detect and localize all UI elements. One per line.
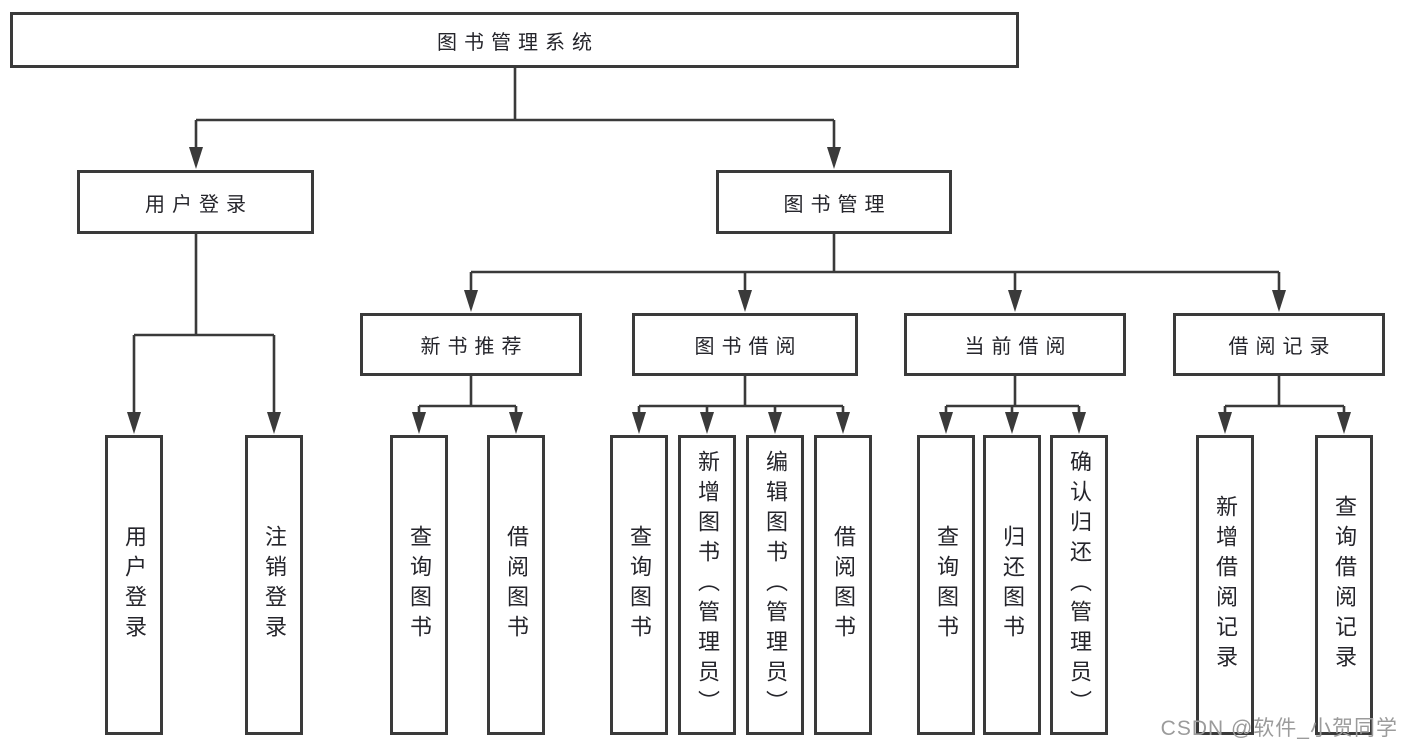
arrow-down-icon — [267, 412, 281, 434]
connector-borrow-records-children — [1223, 376, 1346, 414]
node-label: 编辑图书（管理员） — [763, 450, 788, 720]
node-user-login: 用户登录 — [77, 170, 314, 234]
node-query-books-recommend: 查询图书 — [390, 435, 448, 735]
node-current-borrowing: 当前借阅 — [904, 313, 1126, 376]
node-add-books-admin: 新增图书（管理员） — [678, 435, 736, 735]
arrow-down-icon — [632, 412, 646, 434]
arrow-down-icon — [768, 412, 782, 434]
node-confirm-return-admin: 确认归还（管理员） — [1050, 435, 1108, 735]
node-label: 用户登录 — [145, 193, 253, 216]
node-label: 查询图书 — [407, 525, 432, 645]
node-logout-leaf: 注销登录 — [245, 435, 303, 735]
connector-book-management-children — [469, 234, 1281, 294]
node-query-borrow-record: 查询借阅记录 — [1315, 435, 1373, 735]
arrow-down-icon — [1072, 412, 1086, 434]
node-book-borrowing: 图书借阅 — [632, 313, 858, 376]
arrow-down-icon — [189, 147, 203, 169]
arrow-down-icon — [1272, 290, 1286, 312]
node-book-management: 图书管理 — [716, 170, 952, 234]
node-query-books-borrowing: 查询图书 — [610, 435, 668, 735]
arrow-down-icon — [1218, 412, 1232, 434]
arrow-down-icon — [939, 412, 953, 434]
node-label: 新增借阅记录 — [1213, 495, 1238, 675]
node-library-management-system: 图书管理系统 — [10, 12, 1019, 68]
arrow-down-icon — [1337, 412, 1351, 434]
node-query-books-current: 查询图书 — [917, 435, 975, 735]
node-borrow-books-recommend: 借阅图书 — [487, 435, 545, 735]
node-label: 查询图书 — [934, 525, 959, 645]
connector-new-book-children — [417, 376, 518, 414]
connector-user-login-children — [132, 234, 276, 414]
connector-current-borrow-children — [944, 376, 1081, 414]
arrow-down-icon — [827, 147, 841, 169]
arrow-down-icon — [464, 290, 478, 312]
node-return-books: 归还图书 — [983, 435, 1041, 735]
node-label: 图书管理 — [783, 193, 892, 216]
node-label: 图书管理系统 — [437, 31, 599, 54]
node-label: 归还图书 — [1000, 525, 1025, 645]
arrow-down-icon — [738, 290, 752, 312]
node-label: 查询图书 — [627, 525, 652, 645]
node-label: 新书推荐 — [420, 336, 529, 358]
arrow-down-icon — [1005, 412, 1019, 434]
node-user-login-leaf: 用户登录 — [105, 435, 163, 735]
arrow-down-icon — [700, 412, 714, 434]
node-borrowing-records: 借阅记录 — [1173, 313, 1385, 376]
node-label: 新增图书（管理员） — [695, 450, 720, 720]
node-label: 借阅记录 — [1228, 336, 1337, 358]
node-label: 借阅图书 — [831, 525, 856, 645]
connector-root-to-level2 — [194, 68, 836, 150]
node-add-borrow-record: 新增借阅记录 — [1196, 435, 1254, 735]
node-label: 注销登录 — [262, 525, 287, 645]
node-label: 借阅图书 — [504, 525, 529, 645]
node-label: 图书借阅 — [694, 336, 803, 358]
connector-book-borrow-children — [637, 376, 845, 414]
node-label: 当前借阅 — [964, 336, 1073, 358]
arrow-down-icon — [836, 412, 850, 434]
arrow-down-icon — [127, 412, 141, 434]
node-borrow-books-leaf: 借阅图书 — [814, 435, 872, 735]
node-label: 查询借阅记录 — [1332, 495, 1357, 675]
arrow-down-icon — [412, 412, 426, 434]
arrow-down-icon — [1008, 290, 1022, 312]
arrow-down-icon — [509, 412, 523, 434]
node-label: 确认归还（管理员） — [1067, 450, 1092, 720]
csdn-watermark: CSDN @软件_小贺同学 — [1160, 717, 1398, 740]
node-new-book-recommendation: 新书推荐 — [360, 313, 582, 376]
node-label: 用户登录 — [122, 525, 147, 645]
node-edit-books-admin: 编辑图书（管理员） — [746, 435, 804, 735]
